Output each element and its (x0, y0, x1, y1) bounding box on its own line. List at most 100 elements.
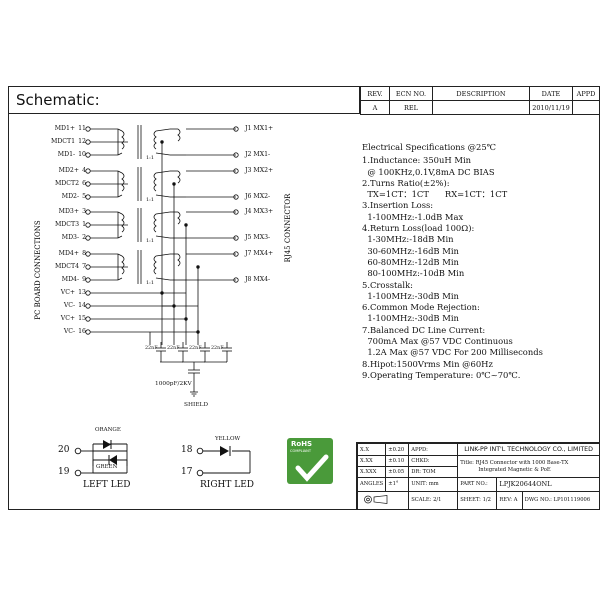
left-pin-15: VC+15 (61, 315, 86, 322)
right-pin-8: J8 MX4- (245, 276, 271, 283)
spec-line: 80-100MHz:-10dB Min (362, 268, 465, 279)
left-pin-name: MDCT2 (54, 180, 80, 187)
turns-ratio: 1:1 (146, 238, 154, 244)
part-no-value: LPJK20644ONL (496, 476, 600, 492)
coil-secondary (153, 213, 157, 233)
title-block: X.X ±0.20 APPD: LINK-PP INT'L TECHNOLOGY… (356, 442, 600, 511)
page-title: Schematic: (8, 86, 360, 114)
led-pin-17: 17 (181, 467, 193, 477)
left-pin-14: VC-14 (64, 302, 86, 309)
right-pin-5: J4 MX3+ (245, 208, 274, 215)
spec-line: 1-30MHz:-18dB Min (362, 234, 454, 245)
rev-block-value: A (513, 497, 518, 504)
left-pin-name: VC- (63, 302, 76, 309)
tol3-val: ±0.05 (385, 466, 410, 478)
left-pin-7: MD3+3 (59, 208, 86, 215)
dr-value: TOM (422, 468, 436, 475)
left-pin-name: VC+ (60, 289, 76, 296)
coil-secondary (153, 255, 157, 275)
left-pin-name: MD4+ (58, 250, 80, 257)
right-pin-6: J5 MX3- (245, 234, 271, 241)
left-pin-number: 4 (82, 167, 86, 174)
coil-secondary (153, 130, 157, 150)
choke (177, 170, 181, 184)
left-pin-9: MD3-2 (62, 234, 86, 241)
spec-line: 5.Crosstalk: (362, 279, 413, 290)
coil-secondary (153, 172, 157, 192)
sheet-value: 1/2 (482, 497, 491, 504)
left-pin-number: 11 (78, 125, 86, 132)
yellow-led-diode (220, 446, 229, 456)
center-tap-node (172, 182, 176, 186)
left-pin-name: MD1+ (54, 125, 76, 132)
left-pin-4: MD2+4 (59, 167, 86, 174)
rev-value: A (360, 100, 390, 115)
left-pin-name: MDCT3 (54, 221, 80, 228)
appd-header: APPD (572, 86, 600, 101)
appd-field: APPD: (408, 442, 459, 457)
vc-node (196, 330, 200, 334)
spec-line: 1-100MHz:-30dB Min (362, 290, 459, 301)
coil-primary (121, 172, 125, 192)
left-pin-number: 6 (82, 180, 86, 187)
choke (177, 253, 181, 267)
green-led-diode (109, 455, 117, 465)
spec-line: 2.Turns Ratio(±2%): (362, 177, 450, 188)
left-pin-name: MD4- (61, 276, 80, 283)
left-pin-name: MD3- (61, 234, 80, 241)
left-pin-number: 14 (78, 302, 86, 309)
left-pin-6: MD2-5 (62, 193, 86, 200)
dwg-no-key: DWG NO.: (524, 497, 552, 504)
tol1-val: ±0.20 (385, 442, 410, 457)
rohs-badge: RoHS COMPLIANT (287, 438, 333, 484)
part-no-key: PART NO.: (457, 476, 498, 492)
spec-line: 3.Insertion Loss: (362, 200, 434, 211)
choke (177, 128, 181, 142)
scale-key: SCALE: (411, 497, 432, 504)
rj45-connector-label: RJ45 CONNECTOR (284, 193, 292, 262)
title-value-2: Integrated Magnetic & PoE (478, 466, 551, 473)
revision-row: A REL 2010/11/19 (360, 100, 600, 115)
spec-line: 9.Operating Temperature: 0℃~70℃. (362, 369, 521, 380)
green-label: GREEN (96, 464, 118, 470)
appd-value (572, 100, 600, 115)
left-pin-10: MD4+8 (59, 250, 86, 257)
checkmark-icon (295, 454, 329, 482)
projection-symbol-icon (364, 494, 388, 504)
coil-primary (121, 130, 125, 150)
left-pin-name: MD3+ (58, 208, 80, 215)
left-pin-number: 5 (82, 193, 86, 200)
left-pin-number: 15 (78, 315, 86, 322)
spec-line: 7.Balanced DC Line Current: (362, 324, 486, 335)
choke (177, 211, 181, 225)
chkd-field: CHKD: (408, 455, 459, 467)
tol3-key: X.XXX (356, 466, 387, 478)
rohs-text: RoHS (291, 440, 313, 448)
spec-line: 1-100MHz:-1.0dB Max (362, 211, 464, 222)
center-tap-node (160, 140, 164, 144)
angle-key: ANGLES (356, 476, 387, 492)
orange-label: ORANGE (95, 427, 121, 433)
right-pin-2: J2 MX1- (245, 151, 271, 158)
right-pin-4: J6 MX2- (245, 193, 271, 200)
cap-label: 22nF (167, 345, 180, 351)
left-pin-name: MDCT1 (51, 138, 76, 145)
left-pin-name: MD1- (57, 151, 76, 158)
left-pin-number: 2 (82, 234, 86, 241)
left-pin-number: 10 (78, 151, 86, 158)
right-pin-1: J1 MX1+ (245, 125, 274, 132)
spec-line: Electrical Specifications @25℃ (362, 142, 497, 152)
pc-board-label: PC BOARD CONNECTIONS (34, 220, 42, 320)
center-tap-node (184, 223, 188, 227)
left-pin-name: VC- (63, 328, 76, 335)
led-pin-20: 20 (58, 445, 70, 455)
left-pin-name: MD2+ (58, 167, 80, 174)
left-pin-3: MD1-10 (58, 151, 86, 158)
spec-line: 60-80MHz:-12dB Min (362, 256, 459, 267)
dwg-no-value: LP101119006 (553, 497, 591, 504)
